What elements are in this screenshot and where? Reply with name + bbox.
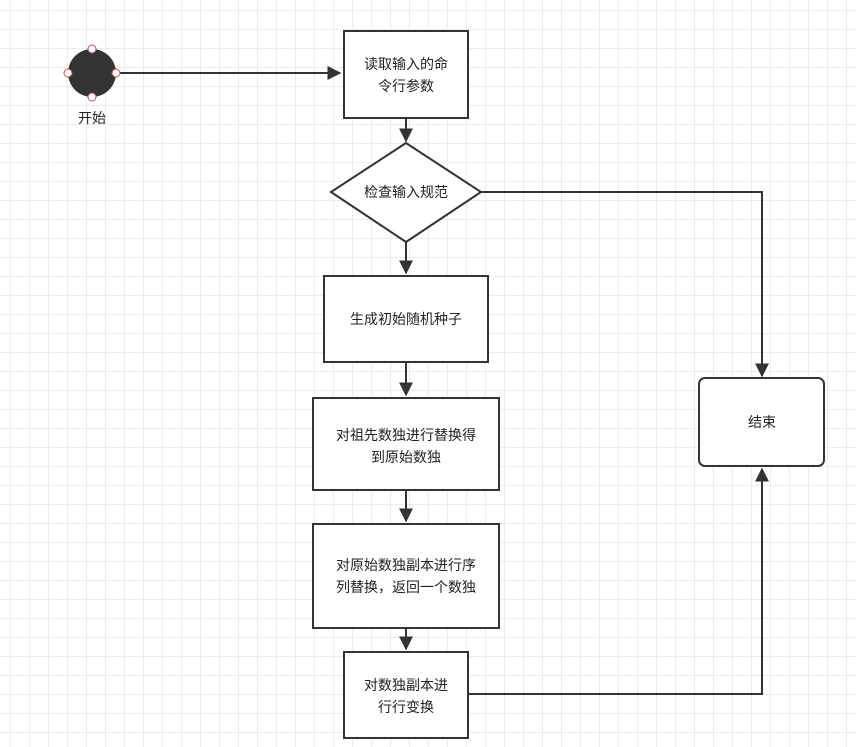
copy-transform-label-line1: 对数独副本进 bbox=[364, 678, 448, 694]
replace-ancestor-box[interactable] bbox=[312, 397, 500, 491]
end-box[interactable] bbox=[698, 377, 825, 467]
read-args-label-line2: 令行参数 bbox=[378, 78, 434, 95]
start-handle-top[interactable] bbox=[87, 44, 97, 54]
seq-replace-box[interactable] bbox=[312, 523, 500, 629]
end-label: 结束 bbox=[748, 415, 776, 431]
copy-transform-box[interactable] bbox=[343, 651, 469, 739]
copy-transform-label-line2: 行行变换 bbox=[378, 699, 434, 716]
end-node[interactable]: 结束 bbox=[698, 377, 825, 467]
check-input-node[interactable]: 检查输入规范 bbox=[329, 141, 483, 244]
read-args-node[interactable]: 读取输入的命 令行参数 bbox=[343, 30, 469, 119]
replace-ancestor-node[interactable]: 对祖先数独进行替换得 到原始数独 bbox=[312, 397, 500, 491]
seq-replace-node[interactable]: 对原始数独副本进行序 列替换，返回一个数独 bbox=[312, 523, 500, 629]
start-handle-left[interactable] bbox=[63, 68, 73, 78]
replace-ancestor-label-line1: 对祖先数独进行替换得 bbox=[336, 427, 476, 444]
start-circle[interactable] bbox=[68, 49, 116, 97]
copy-transform-node[interactable]: 对数独副本进 行行变换 bbox=[343, 651, 469, 739]
start-node[interactable]: 开始 bbox=[63, 44, 121, 127]
check-input-label: 检查输入规范 bbox=[364, 184, 448, 201]
gen-seed-node[interactable]: 生成初始随机种子 bbox=[323, 275, 489, 363]
start-handle-bottom[interactable] bbox=[87, 92, 97, 102]
gen-seed-box[interactable] bbox=[323, 275, 489, 363]
read-args-label-line1: 读取输入的命 bbox=[364, 56, 448, 73]
check-input-diamond[interactable] bbox=[329, 141, 483, 244]
replace-ancestor-label-line2: 到原始数独 bbox=[371, 450, 441, 466]
start-label: 开始 bbox=[78, 111, 106, 127]
start-handle-right[interactable] bbox=[111, 68, 121, 78]
seq-replace-label-line2: 列替换，返回一个数独 bbox=[336, 579, 476, 596]
gen-seed-label: 生成初始随机种子 bbox=[350, 311, 462, 328]
connectors bbox=[118, 66, 769, 695]
edge-check-to-end bbox=[481, 191, 769, 378]
seq-replace-label-line1: 对原始数独副本进行序 bbox=[336, 558, 476, 574]
read-args-box[interactable] bbox=[343, 30, 469, 119]
edge-copy-to-end bbox=[469, 467, 769, 695]
